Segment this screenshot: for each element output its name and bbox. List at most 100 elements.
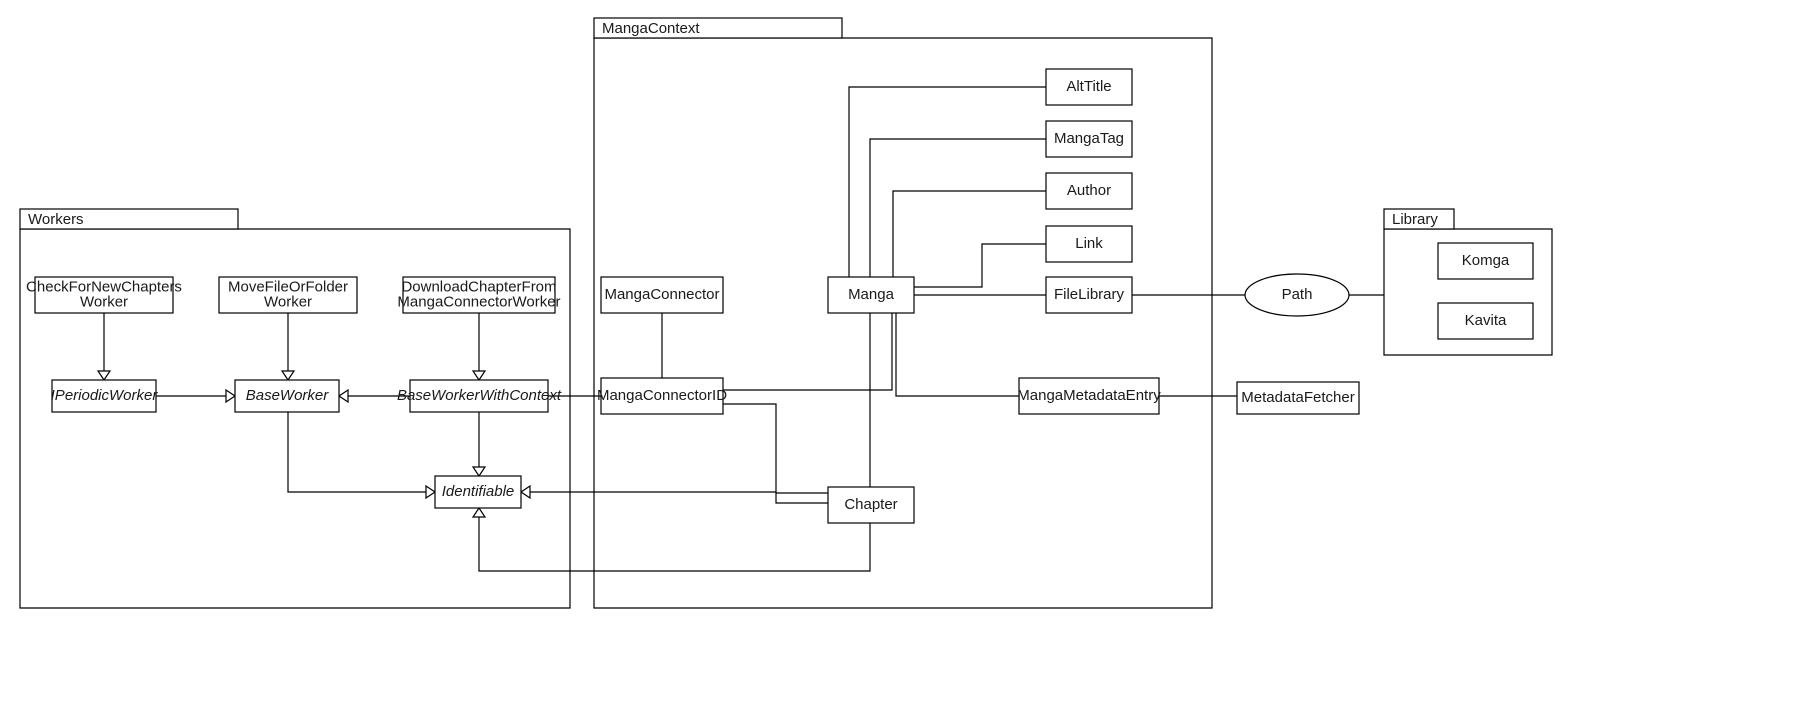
class-node-baseworker[interactable]: BaseWorker — [234, 379, 340, 413]
edge-line — [869, 138, 1046, 313]
edge-baseworkerwithcontext-to-identifiable — [471, 412, 487, 478]
ellipse-label: Path — [1282, 286, 1313, 303]
class-name-label: IPeriodicWorker — [51, 387, 159, 404]
generalization-arrowhead-icon — [425, 484, 437, 500]
class-name-label: Manga — [848, 286, 895, 303]
class-box[interactable] — [1045, 225, 1133, 263]
class-name-label: BaseWorkerWithContext — [397, 387, 562, 404]
edge-line — [478, 516, 871, 572]
generalization-arrowhead-icon — [471, 506, 487, 518]
class-name-label: MangaMetadataEntry — [1017, 387, 1161, 404]
edge-manga-to-alttitle — [848, 86, 1046, 313]
generalization-arrowhead-icon — [337, 388, 349, 404]
edge-manga-to-link — [914, 243, 1046, 288]
class-box[interactable] — [1045, 172, 1133, 210]
edge-downloadchapter-to-baseworkerwithcontext — [471, 313, 487, 382]
class-node-mangaconnector[interactable]: MangaConnector — [600, 276, 724, 314]
generalization-arrowhead-icon — [471, 466, 487, 478]
generalization-arrowhead-icon — [280, 370, 296, 382]
class-node-manga[interactable]: Manga — [827, 276, 915, 314]
package-label: Library — [1392, 211, 1438, 228]
edge-baseworker-to-identifiable — [287, 412, 437, 500]
class-box[interactable] — [234, 379, 340, 413]
edge-manga-to-mangametadataentry — [895, 313, 1019, 397]
class-name-label: BaseWorker — [246, 387, 330, 404]
class-box[interactable] — [218, 276, 358, 314]
class-node-filelibrary[interactable]: FileLibrary — [1045, 276, 1133, 314]
class-name-label: Identifiable — [442, 483, 515, 500]
class-name-label: MangaTag — [1054, 130, 1124, 147]
package-label: Workers — [28, 211, 84, 228]
edge-movefileorfolder-to-baseworker — [280, 313, 296, 382]
class-node-alttitle[interactable]: AltTitle — [1045, 68, 1133, 106]
package-workers: Workers — [19, 208, 571, 609]
edge-checkfornewchapters-to-iperiodicworker — [96, 313, 112, 382]
class-node-mangatag[interactable]: MangaTag — [1045, 120, 1133, 158]
class-node-iperiodicworker[interactable]: IPeriodicWorker — [51, 379, 159, 413]
edge-mangaconnectorid-to-manga — [723, 313, 893, 391]
class-box[interactable] — [409, 379, 549, 413]
edge-manga-to-mangatag — [869, 138, 1046, 313]
class-node-author[interactable]: Author — [1045, 172, 1133, 210]
edge-manga-to-identifiable — [519, 484, 828, 500]
package-tab — [593, 17, 843, 39]
class-name-label: FileLibrary — [1054, 286, 1125, 303]
edge-chapter-to-identifiable — [471, 506, 871, 572]
class-box[interactable] — [600, 276, 724, 314]
edge-line — [895, 313, 1019, 397]
edge-mangaconnectorid-to-chapter — [723, 403, 828, 504]
class-node-kavita[interactable]: Kavita — [1437, 302, 1534, 340]
edge-line — [723, 403, 828, 504]
class-box[interactable] — [827, 486, 915, 524]
class-box[interactable] — [34, 276, 174, 314]
class-box[interactable] — [1045, 68, 1133, 106]
class-box[interactable] — [1045, 120, 1133, 158]
class-box[interactable] — [1045, 276, 1133, 314]
class-node-mangametadataentry[interactable]: MangaMetadataEntry — [1017, 377, 1161, 415]
class-box[interactable] — [1236, 381, 1360, 415]
package-tab — [19, 208, 239, 230]
class-name-label: Kavita — [1465, 312, 1507, 329]
ellipse-node-path[interactable]: Path — [1244, 273, 1350, 317]
class-node-chapter[interactable]: Chapter — [827, 486, 915, 524]
edge-line — [723, 313, 893, 391]
class-name-label: Link — [1075, 235, 1103, 252]
class-node-metadatafetcher[interactable]: MetadataFetcher — [1236, 381, 1360, 415]
class-box[interactable] — [1437, 302, 1534, 340]
class-box[interactable] — [1018, 377, 1160, 415]
class-name-label: Komga — [1462, 252, 1510, 269]
class-node-link[interactable]: Link — [1045, 225, 1133, 263]
class-node-identifiable[interactable]: Identifiable — [434, 475, 522, 509]
edge-iperiodicworker-to-baseworker — [156, 388, 237, 404]
class-node-baseworkerwithcontext[interactable]: BaseWorkerWithContext — [397, 379, 562, 413]
class-box[interactable] — [51, 379, 157, 413]
class-box[interactable] — [402, 276, 556, 314]
class-name-label: MangaConnectorID — [597, 387, 727, 404]
package-label: MangaContext — [602, 20, 700, 37]
edge-line — [892, 190, 1046, 313]
edges-layer — [96, 86, 1384, 572]
class-node-komga[interactable]: Komga — [1437, 242, 1534, 280]
edge-line — [914, 243, 1046, 288]
edge-manga-to-author — [892, 190, 1046, 313]
class-box[interactable] — [600, 377, 724, 415]
edge-baseworkerwithcontext-to-baseworker — [337, 388, 410, 404]
edge-line — [287, 412, 427, 493]
class-box[interactable] — [1437, 242, 1534, 280]
class-box[interactable] — [827, 276, 915, 314]
class-name-label: MetadataFetcher — [1241, 389, 1354, 406]
class-name-label: Author — [1067, 182, 1111, 199]
package-tab — [1383, 208, 1455, 230]
class-box[interactable] — [434, 475, 522, 509]
ellipse-shape[interactable] — [1244, 273, 1350, 317]
class-node-mangaconnectorid[interactable]: MangaConnectorID — [597, 377, 727, 415]
